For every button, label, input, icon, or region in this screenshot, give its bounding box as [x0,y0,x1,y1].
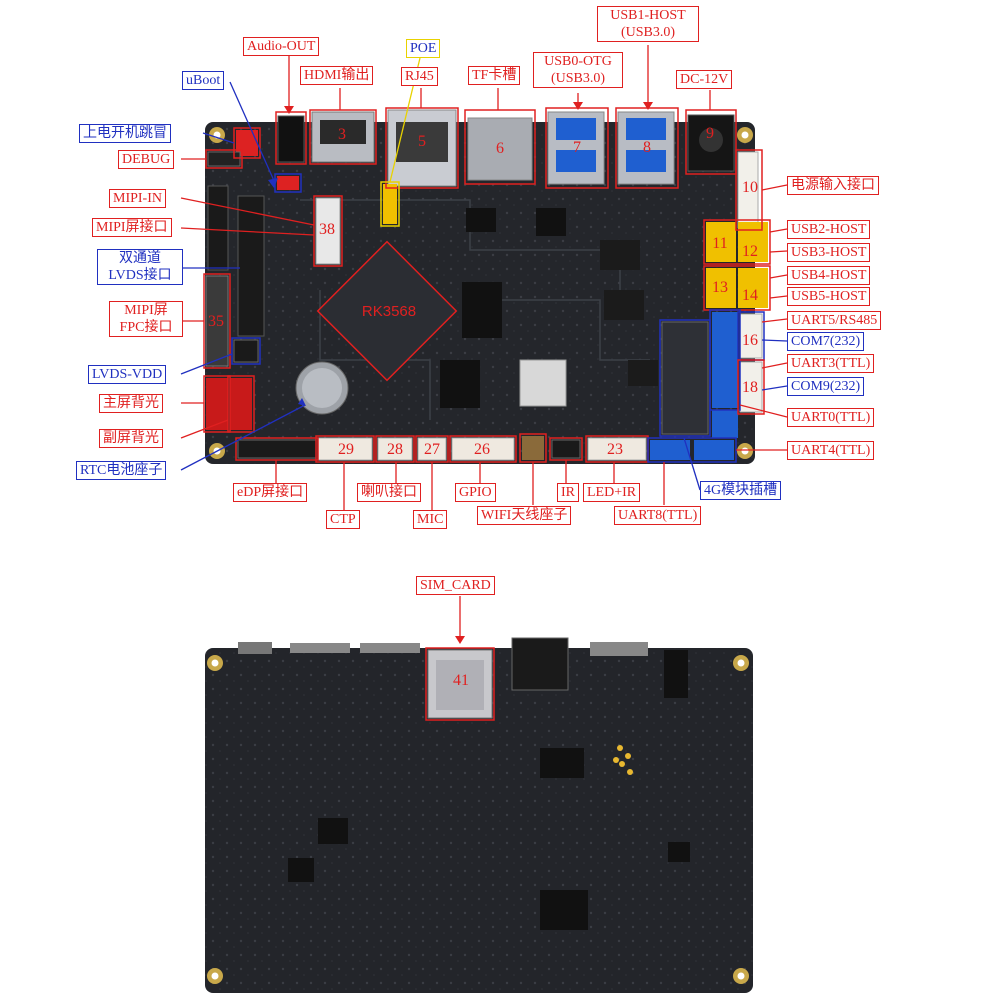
mipi-fpc-connector [205,275,229,367]
soc-chip-label: RK3568 [362,303,416,320]
label-mipi-fpc: MIPI屏 FPC接口 [109,301,183,337]
wifi-module [519,359,567,407]
uart8-header [650,440,690,460]
label-speaker: 喇叭接口 [357,483,421,502]
label-com7: COM7(232) [787,332,865,351]
usb-headers-13-14 [706,268,736,308]
sub-backlight-header [230,378,252,430]
label-dual-lvds: 双通道 LVDS接口 [97,249,183,285]
label-poe: POE [406,39,441,58]
uart-blue-headers [712,312,738,408]
label-mipi-fpc-line1: MIPI屏 [124,303,168,318]
label-dual-lvds-line1: 双通道 [119,251,161,266]
mipi-connector [315,197,341,265]
label-audio-out: Audio-OUT [243,37,320,56]
speaker-connector [377,437,413,461]
label-usb1-host-line1: USB1-HOST [610,8,686,23]
label-4g-module: 4G模块插槽 [700,481,782,500]
label-mipi-screen: MIPI屏接口 [92,218,172,237]
4g-slot [661,321,709,435]
lvds-vdd-header [233,339,259,363]
poe-header [383,184,397,224]
label-usb2: USB2-HOST [787,220,871,239]
label-edp: eDP屏接口 [233,483,308,502]
power-input-connector [737,151,759,229]
edp-header [237,439,317,459]
mipi-in-header [207,185,229,271]
label-com9: COM9(232) [787,377,865,396]
label-usb0-otg-line2: (USB3.0) [550,71,606,86]
label-dc12v: DC-12V [676,70,733,89]
mic-connector [417,437,447,461]
label-dual-lvds-line2: LVDS接口 [108,268,172,283]
label-led-ir: LED+IR [583,483,641,502]
label-gpio: GPIO [455,483,496,502]
label-uart0: UART0(TTL) [787,408,875,427]
leader-arrowheads [268,102,653,644]
leader-lines [180,45,788,642]
label-mipi-in: MIPI-IN [109,189,166,208]
label-uboot: uBoot [182,71,225,90]
label-sub-backlight: 副屏背光 [99,429,163,448]
label-tf: TF卡槽 [468,66,521,85]
label-usb4: USB4-HOST [787,266,871,285]
soc-chip [316,240,458,382]
gpio-connector [451,437,515,461]
tf-slot [467,117,533,181]
label-uart8: UART8(TTL) [614,506,702,525]
label-power-in: 电源输入接口 [787,176,879,195]
label-usb0-otg: USB0-OTG (USB3.0) [533,52,623,88]
bottom-board [205,637,753,993]
usb-headers-11-12 [706,222,736,262]
debug-header [207,151,241,167]
label-mic: MIC [413,510,448,529]
bottom-rj45 [511,637,569,691]
ir-header [551,439,581,459]
label-lvds-vdd: LVDS-VDD [88,365,167,384]
com7-connector [739,313,763,359]
label-usb5: USB5-HOST [787,287,871,306]
top-board: RK3568 [205,109,768,464]
ctp-connector [317,437,373,461]
com9-connector [739,361,763,413]
uboot-button [277,176,299,190]
label-ir: IR [557,483,579,502]
label-debug: DEBUG [118,150,175,169]
audio-jack [277,115,305,163]
label-wifi: WIFI天线座子 [477,506,572,525]
label-ctp: CTP [326,510,360,529]
lvds-header [237,195,265,337]
main-backlight-header [206,378,228,430]
label-usb0-otg-line1: USB0-OTG [544,54,612,69]
label-sim-card: SIM_CARD [416,576,495,595]
label-uart3: UART3(TTL) [787,354,875,373]
label-usb1-host-line2: (USB3.0) [620,25,676,40]
wifi-antenna-socket [522,436,544,460]
label-power-jumper: 上电开机跳冒 [79,124,171,143]
label-usb3: USB3-HOST [787,243,871,262]
label-rj45: RJ45 [401,67,438,86]
label-main-backlight: 主屏背光 [99,394,163,413]
label-hdmi: HDMI输出 [300,66,374,85]
label-mipi-fpc-line2: FPC接口 [119,320,173,335]
label-uart4: UART4(TTL) [787,441,875,460]
label-usb1-host: USB1-HOST (USB3.0) [597,6,699,42]
label-uart5: UART5/RS485 [787,311,882,330]
label-rtc: RTC电池座子 [76,461,167,480]
led-ir-connector [587,437,647,461]
